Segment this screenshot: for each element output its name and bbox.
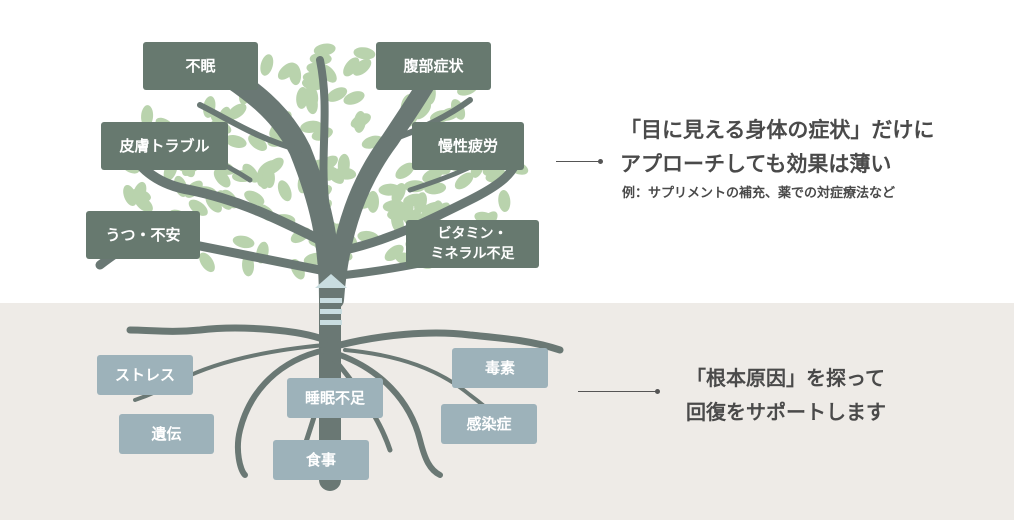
connector-line (578, 391, 657, 392)
leaf (288, 63, 302, 86)
symptom-label: ビタミン・ ミネラル不足 (406, 220, 539, 268)
leaf (343, 57, 360, 77)
cause-label: ストレス (97, 355, 193, 395)
leaf (141, 105, 154, 128)
connector-line (556, 161, 600, 162)
leaf (384, 244, 404, 262)
leaf (343, 91, 365, 105)
cause-label: 睡眠不足 (287, 378, 383, 418)
cause-label: 感染症 (441, 404, 537, 444)
cause-label: 遺伝 (119, 414, 214, 454)
connector-dot (598, 159, 603, 164)
symptom-heading-1: 「目に見える身体の症状」だけに (620, 118, 935, 142)
leaf (132, 181, 147, 204)
leaf (277, 180, 292, 202)
arrow-up-icon (315, 274, 347, 325)
leaf (232, 235, 255, 249)
leaf (498, 190, 511, 212)
leaf (326, 166, 344, 184)
leaf (244, 190, 265, 206)
leaf (248, 134, 268, 151)
leaf (353, 47, 376, 60)
leaf (199, 252, 215, 273)
leaf (300, 120, 323, 133)
connector-dot (655, 389, 660, 394)
leaf (188, 199, 208, 216)
leaf (260, 54, 274, 76)
cause-heading-2: 回復をサポートします (686, 400, 886, 424)
leaf (387, 208, 410, 221)
symptom-heading-2: アプローチしても効果は薄い (620, 152, 892, 176)
leaf (391, 183, 406, 204)
leaf (454, 172, 474, 190)
symptom-label: 不眠 (143, 42, 258, 90)
leaf (350, 113, 371, 129)
leaf (123, 184, 137, 206)
leaf (262, 166, 275, 189)
cause-heading-1: 「根本原因」を探って (686, 366, 885, 390)
leaf (227, 103, 247, 120)
symptom-label: 皮膚トラブル (101, 122, 228, 170)
leaf (213, 168, 231, 188)
leaf (296, 86, 309, 109)
leaf (395, 162, 415, 180)
cause-label: 毒素 (452, 348, 548, 388)
leaf (326, 87, 348, 102)
leaf (225, 134, 247, 148)
leaf (313, 43, 336, 56)
symptom-label: 腹部症状 (376, 42, 491, 90)
leaf (337, 153, 350, 176)
symptom-note: 例：サプリメントの補充、薬での対症療法など (622, 186, 896, 201)
symptom-label: 慢性疲労 (412, 122, 524, 170)
cause-label: 食事 (273, 440, 369, 480)
leaf (352, 58, 372, 76)
symptom-label: うつ・不安 (86, 211, 200, 259)
